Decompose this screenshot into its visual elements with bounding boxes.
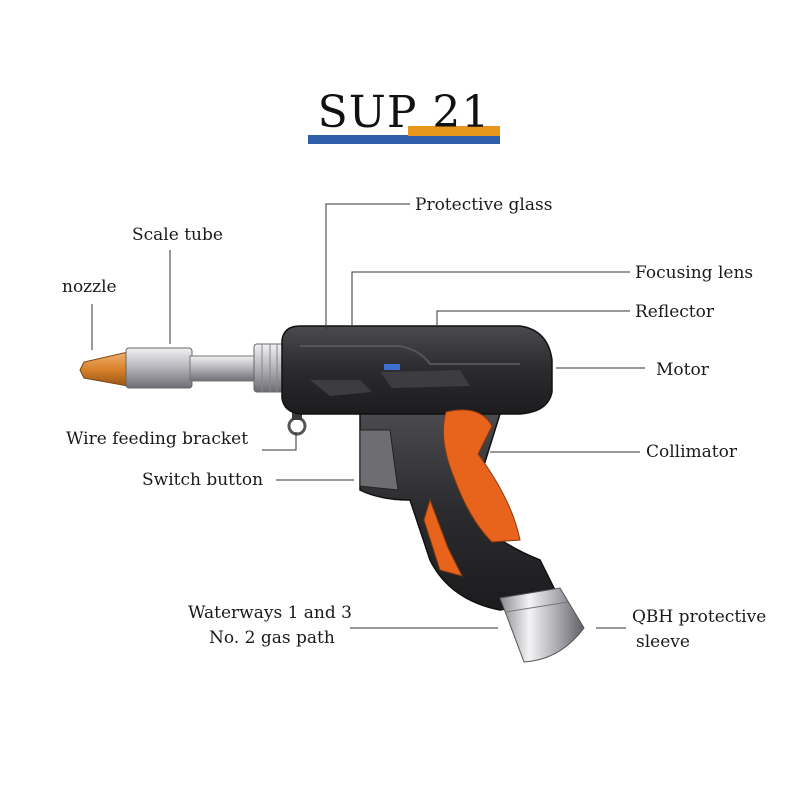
scale-tube-part	[125, 343, 285, 393]
gun-body	[281, 325, 553, 415]
label-qbh-line1: QBH protective	[632, 607, 767, 627]
title-block: SUP 21	[308, 86, 500, 148]
title-underline-blue	[308, 135, 500, 144]
page-title: SUP 21	[317, 87, 491, 138]
label-scale-tube: Scale tube	[132, 225, 223, 245]
title-underline-orange	[408, 126, 500, 136]
leader-wire-feeding-bracket	[262, 432, 297, 451]
label-focusing-lens: Focusing lens	[635, 263, 754, 283]
label-nozzle: nozzle	[62, 277, 117, 297]
label-switch-button: Switch button	[142, 470, 264, 490]
leader-reflector	[436, 310, 630, 328]
label-reflector: Reflector	[635, 302, 714, 322]
label-motor: Motor	[656, 360, 709, 380]
label-protective-glass: Protective glass	[415, 195, 553, 215]
label-waterways-line2: No. 2 gas path	[209, 628, 335, 648]
label-qbh-line2: sleeve	[636, 632, 690, 652]
nozzle-part	[79, 351, 129, 387]
leader-protective-glass	[325, 203, 410, 330]
label-collimator: Collimator	[646, 442, 738, 462]
gun-grip	[359, 409, 562, 611]
qbh-sleeve-part	[499, 587, 585, 663]
label-waterways-line1: Waterways 1 and 3	[188, 603, 352, 623]
leader-focusing-lens	[351, 271, 630, 328]
leader-lines	[91, 203, 645, 629]
label-wire-feeding-bracket: Wire feeding bracket	[66, 429, 249, 449]
